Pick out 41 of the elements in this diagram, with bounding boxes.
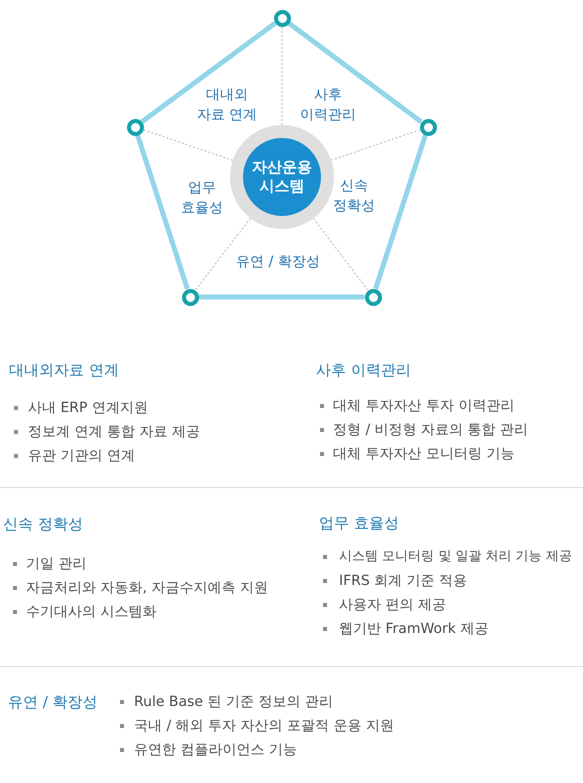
segment-label: 사후 이력관리 <box>299 86 357 125</box>
list-item: 정형 / 비정형 자료의 통합 관리 <box>333 421 528 440</box>
section-heading: 신속 정확성 <box>3 514 83 534</box>
section-heading: 업무 효율성 <box>319 513 399 533</box>
list-item: 유관 기관의 연계 <box>28 447 135 466</box>
vertex-dot <box>420 118 436 136</box>
vertex-dot <box>126 118 144 136</box>
segment-label: 업무 효율성 <box>180 179 224 218</box>
list-item: 유연한 컴플라이언스 기능 <box>134 741 297 760</box>
vertex-dot <box>182 288 198 306</box>
list-item: 국내 / 해외 투자 자산의 포괄적 운용 지원 <box>134 717 394 736</box>
pentagon-side-line <box>140 21 277 124</box>
dotted-line <box>194 218 251 291</box>
segment-label: 유연 / 확장성 <box>235 253 321 272</box>
dotted-line <box>330 129 420 161</box>
segment-label: 신속 정확성 <box>332 177 376 216</box>
vertex-dot <box>274 10 290 26</box>
segment-label: 대내외 자료 연계 <box>196 86 258 125</box>
pentagon-side-line <box>287 21 423 124</box>
pentagon-side-line <box>135 134 190 290</box>
dotted-line <box>142 129 234 161</box>
list-item: 사용자 편의 제공 <box>339 596 446 615</box>
list-item: 정보계 연계 통합 자료 제공 <box>28 423 200 442</box>
pentagon-side-line <box>373 134 428 290</box>
list-item: 시스템 모니터링 및 일괄 처리 기능 제공 <box>339 548 572 566</box>
list-item: Rule Base 된 기준 정보의 관리 <box>134 693 333 712</box>
section-heading: 사후 이력관리 <box>316 360 411 380</box>
list-item: 대체 투자자산 모니터링 기능 <box>333 445 514 464</box>
list-item: IFRS 회계 기준 적용 <box>339 572 468 591</box>
vertex-dot <box>364 288 382 306</box>
section-heading: 대내외자료 연계 <box>9 360 119 380</box>
list-item: 수기대사의 시스템화 <box>26 603 156 622</box>
center-title: 자산운용 시스템 <box>251 158 313 196</box>
section-heading: 유연 / 확장성 <box>8 692 98 712</box>
list-item: 사내 ERP 연계지원 <box>28 399 148 418</box>
list-item: 대체 투자자산 투자 이력관리 <box>333 397 514 416</box>
pentagon-side-line <box>198 294 364 300</box>
list-item: 기일 관리 <box>26 555 86 574</box>
list-item: 자금처리와 자동화, 자금수지예측 지원 <box>26 579 268 598</box>
dotted-line <box>312 218 368 291</box>
list-item: 웹기반 FramWork 제공 <box>339 620 488 639</box>
